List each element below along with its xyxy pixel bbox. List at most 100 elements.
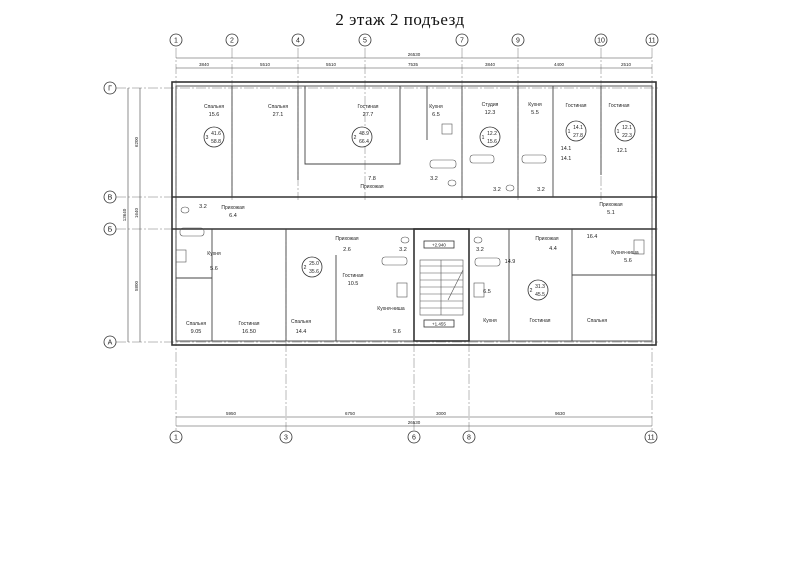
plan-line	[469, 154, 495, 164]
plan-line	[521, 154, 547, 164]
plan-label: Кухня	[483, 318, 497, 324]
plan-label: 2	[304, 265, 307, 271]
plan-label: 12.1	[617, 148, 628, 154]
plan-line	[644, 430, 658, 444]
plan-label: Кухня	[207, 251, 221, 257]
plan-line	[511, 33, 525, 47]
room-label: Студия 12.3	[482, 102, 499, 116]
plan-label: 1	[482, 135, 485, 141]
plan-line	[419, 259, 464, 316]
plan-label: 1	[568, 129, 571, 135]
plan-line	[291, 33, 305, 47]
apartment-marker: 225.035.6	[301, 256, 323, 278]
plan-line	[175, 249, 187, 263]
plan-line	[455, 33, 469, 47]
plan-label: 15.6	[209, 112, 220, 118]
bathroom-fixtures	[175, 123, 645, 298]
plan-line	[103, 190, 117, 204]
plan-label: Г	[108, 86, 112, 93]
plan-line	[527, 279, 549, 301]
plan-label: 3.2	[199, 204, 207, 210]
plan-label: 5.5	[531, 110, 539, 116]
axis-bubbles-left: Г В Б А	[103, 81, 117, 349]
plan-label: Б	[108, 227, 113, 234]
plan-label: Гостиная	[530, 318, 551, 324]
plan-label: 1	[617, 129, 620, 135]
plan-label: 1	[174, 38, 178, 45]
plan-label: Прихожая	[599, 202, 622, 208]
plan-label: 22.3	[622, 133, 632, 139]
plan-line	[400, 236, 410, 244]
plan-line	[203, 126, 225, 148]
plan-label: 2.6	[343, 247, 351, 253]
plan-line	[447, 179, 457, 187]
plan-label: 9	[516, 38, 520, 45]
plan-line	[473, 236, 483, 244]
plan-label: Спальня	[268, 104, 288, 110]
apartment-marker: 248.966.4	[351, 126, 373, 148]
plan-label: 3	[206, 135, 209, 141]
plan-label: 45.5	[535, 292, 545, 298]
plan-label: 3840	[199, 62, 210, 67]
plan-line	[505, 184, 515, 192]
plan-label: 7	[460, 38, 464, 45]
plan-label: 25.0	[309, 261, 319, 267]
dimensions-bottom: 5950 6750 3000 9630 26530	[176, 411, 652, 427]
plan-label: 13640	[122, 208, 127, 221]
plan-label: 66.4	[359, 139, 369, 145]
plan-line	[423, 240, 455, 249]
plan-label: 5.6	[624, 258, 632, 264]
room-label: Кухня 6.5	[429, 104, 443, 118]
plan-label: 41.6	[211, 131, 221, 137]
apartment-marker: 341.6 58.8	[203, 126, 225, 148]
plan-label: 12.3	[485, 110, 496, 116]
plan-label: 14.4	[296, 329, 307, 335]
plan-label: Кухня	[429, 104, 443, 110]
plan-label: 26530	[408, 420, 421, 425]
plan-label: 11	[648, 38, 655, 45]
plan-line	[614, 120, 636, 142]
room-label: Гостиная 12.1	[609, 103, 630, 154]
plan-line	[179, 227, 205, 237]
plan-label: 2	[354, 135, 357, 141]
plan-label: 4	[296, 38, 300, 45]
plan-label: 16.4	[587, 234, 598, 240]
plan-line	[462, 430, 476, 444]
page-title: 2 этаж 2 подъезд	[335, 10, 465, 29]
dimensions-left: 13640 6200 1640 5800	[122, 88, 141, 342]
plan-label: Прихожая	[221, 205, 244, 211]
plan-label: 6.5	[432, 112, 440, 118]
plan-label: 14.1	[561, 146, 572, 152]
plan-label: 3840	[485, 62, 496, 67]
plan-label: 10	[597, 38, 605, 45]
plan-label: Гостиная	[239, 321, 260, 327]
plan-line	[171, 81, 657, 346]
plan-line	[645, 33, 659, 47]
plan-label: 58.8	[211, 139, 221, 145]
plan-line	[103, 335, 117, 349]
plan-label: 14.9	[505, 259, 516, 265]
plan-label: 6.4	[229, 213, 237, 219]
room-label: Гостиная	[530, 318, 551, 324]
plan-label: 27.7	[363, 112, 374, 118]
plan-label: 14.1	[561, 156, 572, 162]
plan-label: 5800	[134, 280, 139, 291]
plan-label: Студия	[482, 102, 499, 108]
plan-label: Гостиная	[609, 103, 630, 109]
staircase: +2.940 +1.455	[419, 240, 464, 328]
plan-label: 1	[174, 435, 178, 442]
plan-line	[413, 228, 470, 342]
plan-label: 3.2	[476, 247, 484, 253]
axis-bubbles-bottom: 1 3 6 8 11	[169, 430, 658, 444]
plan-label: 8	[467, 435, 471, 442]
plan-label: В	[108, 195, 113, 202]
apartment-markers: 341.658.8 248.966.4 112.215.6 114.127.8 …	[203, 120, 636, 301]
plan-label: Гостиная	[358, 104, 379, 110]
plan-line	[381, 256, 408, 266]
